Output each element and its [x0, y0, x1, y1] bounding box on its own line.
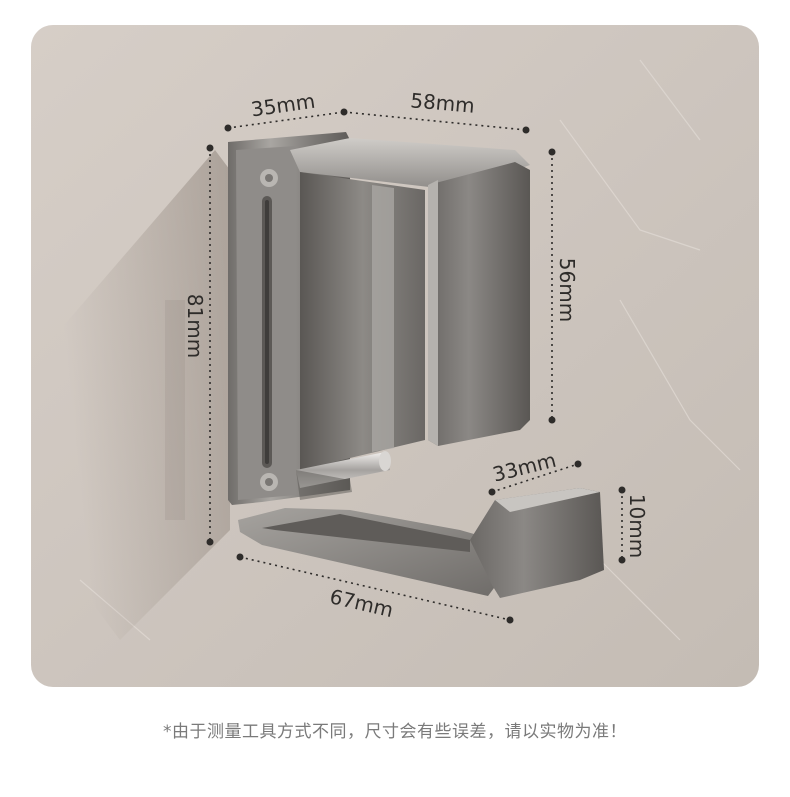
- plate-slot-inner: [265, 200, 269, 464]
- hook-arm-inner: [262, 514, 470, 552]
- screw-bottom-icon: [260, 473, 278, 491]
- hook-illustration: 35mm 58mm 56mm 81mm 33mm 10mm 67mm: [31, 25, 759, 687]
- frame-front-highlight: [428, 180, 438, 446]
- dim-label-58: 58mm: [409, 88, 475, 118]
- frame-inner-edge: [372, 185, 394, 452]
- product-photo: 35mm 58mm 56mm 81mm 33mm 10mm 67mm: [31, 25, 759, 687]
- dimension-dots: [206, 108, 626, 624]
- screw-top-icon: [260, 169, 278, 187]
- cast-shadow: [60, 150, 230, 640]
- dimension-lines: [209, 111, 623, 621]
- frame-recess: [300, 172, 425, 470]
- dim-label-10: 10mm: [625, 494, 649, 558]
- dim-label-81: 81mm: [183, 294, 207, 358]
- hook-tip: [470, 488, 604, 598]
- chrome-bar-end: [379, 451, 391, 471]
- hook-tip-top: [495, 488, 600, 512]
- frame-front-block: [428, 162, 530, 446]
- bar-shadow: [296, 470, 352, 500]
- shadow-slot: [165, 300, 185, 520]
- dim-label-56: 56mm: [555, 258, 579, 322]
- disclaimer-text: *由于测量工具方式不同，尺寸会有些误差，请以实物为准！: [163, 722, 627, 742]
